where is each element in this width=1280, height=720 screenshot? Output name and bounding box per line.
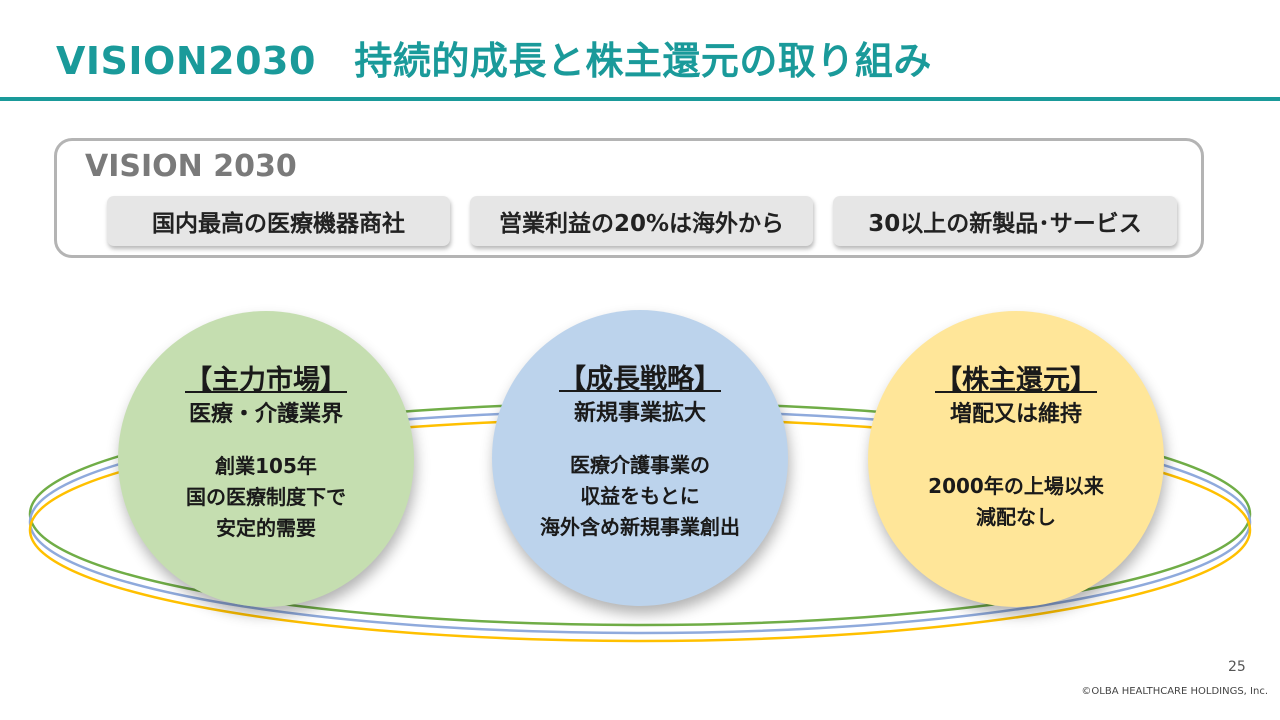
pillar-subheading: 増配又は維持 [949,402,1082,427]
pillar-subheading: 医療・介護業界 [188,402,343,427]
pillar-body: 2000年の上場以来 減配なし [928,471,1104,533]
copyright-notice: ©OLBA HEALTHCARE HOLDINGS, Inc. [1081,686,1268,697]
pillar-body-line: 医療介護事業の [570,453,710,477]
vision-label: VISION 2030 [85,149,297,184]
pillar-heading: 【株主還元】 [935,365,1097,396]
pillar-body-line: 創業105年 [215,454,317,478]
pillar-body-line: 収益をもとに [580,484,700,508]
pillar-main-market: 【主力市場】 医療・介護業界 創業105年 国の医療制度下で 安定的需要 [118,311,414,607]
vision-item-products: 30以上の新製品･サービス [833,196,1177,246]
pillar-body: 医療介護事業の 収益をもとに 海外含め新規事業創出 [540,450,740,543]
pillar-body-line: 減配なし [975,505,1056,529]
vision-panel: VISION 2030 国内最高の医療機器商社 営業利益の20%は海外から 30… [54,138,1204,258]
vision-item-overseas: 営業利益の20%は海外から [470,196,813,246]
pillar-subheading: 新規事業拡大 [573,401,706,426]
pillar-body: 創業105年 国の医療制度下で 安定的需要 [186,451,346,544]
pillar-growth-strategy: 【成長戦略】 新規事業拡大 医療介護事業の 収益をもとに 海外含め新規事業創出 [492,310,788,606]
page-number: 25 [1228,659,1246,675]
pillar-heading: 【成長戦略】 [559,364,721,395]
pillar-heading: 【主力市場】 [185,365,347,396]
title-divider [0,97,1280,101]
pillar-shareholder-return: 【株主還元】 増配又は維持 2000年の上場以来 減配なし [868,311,1164,607]
pillar-body-line: 海外含め新規事業創出 [540,515,740,539]
page-title: VISION2030 持続的成長と株主還元の取り組み [56,39,932,83]
vision-item-domestic: 国内最高の医療機器商社 [107,196,450,246]
pillar-body-line: 安定的需要 [216,516,316,540]
pillar-body-line: 国の医療制度下で [186,485,346,509]
pillar-body-line: 2000年の上場以来 [928,474,1104,498]
